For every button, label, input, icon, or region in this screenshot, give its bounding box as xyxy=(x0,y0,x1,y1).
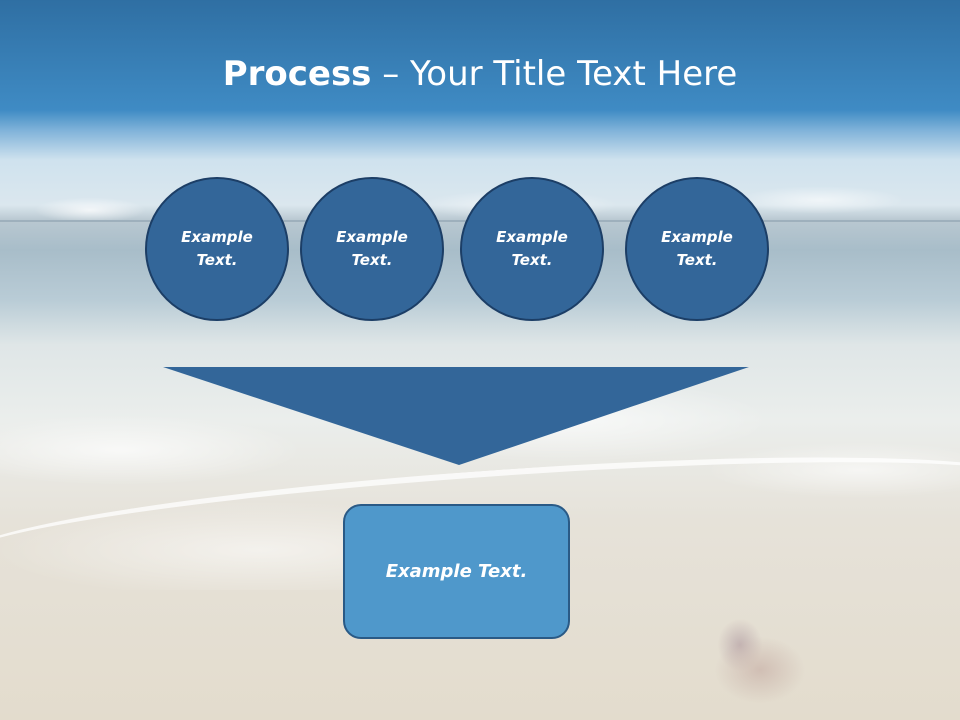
result-box-label: Example Text. xyxy=(385,561,528,582)
process-circle-1[interactable]: Example Text. xyxy=(145,177,289,321)
process-circle-2[interactable]: Example Text. xyxy=(300,177,444,321)
title-rest-part: – Your Title Text Here xyxy=(371,54,738,94)
seashell-image xyxy=(660,615,860,720)
process-circle-label: Example Text. xyxy=(661,228,733,269)
process-circle-label: Example Text. xyxy=(336,228,408,269)
title-bold-part: Process xyxy=(222,54,372,94)
process-circle-4[interactable]: Example Text. xyxy=(625,177,769,321)
process-circle-label: Example Text. xyxy=(181,228,253,269)
slide-title[interactable]: Process – Your Title Text Here xyxy=(0,52,960,96)
result-box[interactable]: Example Text. xyxy=(343,504,570,639)
funnel-triangle[interactable] xyxy=(163,367,749,467)
funnel-shape xyxy=(163,367,749,465)
process-circle-3[interactable]: Example Text. xyxy=(460,177,604,321)
process-circle-label: Example Text. xyxy=(496,228,568,269)
